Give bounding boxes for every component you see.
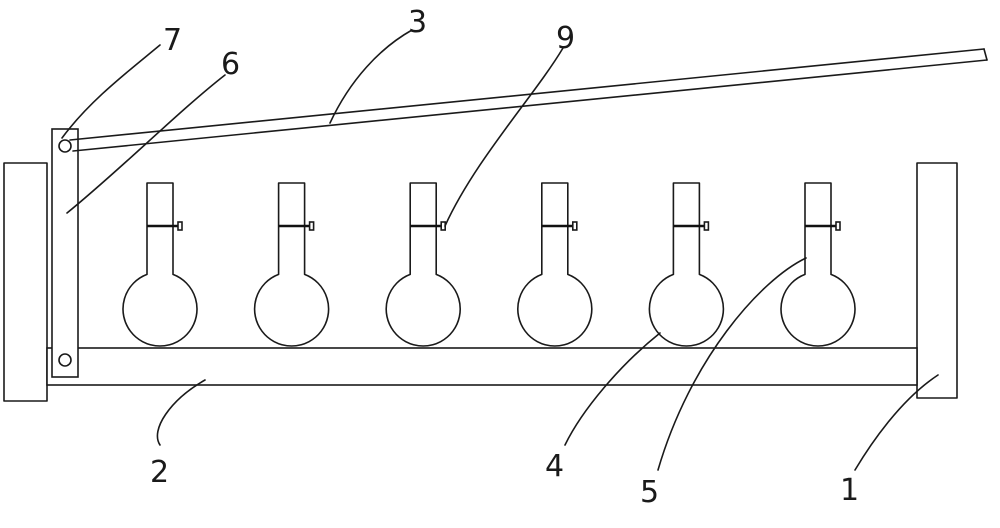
left-support-block — [3, 162, 48, 402]
flask — [253, 182, 330, 347]
lever-rod — [69, 48, 988, 152]
flask — [122, 182, 198, 347]
clamp-screw — [835, 221, 841, 231]
leader-line-9 — [444, 47, 564, 227]
label-4: 4 — [545, 449, 564, 484]
label-3: 3 — [408, 5, 427, 40]
leader-line-7 — [61, 44, 161, 139]
clamp-screw — [571, 221, 578, 231]
flask-body — [253, 182, 330, 347]
leader-line-3 — [329, 29, 413, 124]
label-7: 7 — [163, 23, 182, 58]
flask — [385, 182, 461, 347]
upper-pivot-pin — [58, 139, 72, 153]
label-1: 1 — [840, 473, 859, 508]
flask-body — [648, 182, 725, 347]
right-support-block — [916, 162, 958, 399]
flask-body — [517, 182, 593, 347]
leader-line-5 — [657, 257, 807, 471]
clamp-screw — [177, 221, 183, 231]
label-6: 6 — [221, 47, 240, 82]
clamp-screw — [703, 221, 710, 231]
leader-line-4 — [564, 332, 661, 446]
flask-body — [780, 182, 856, 347]
flask-body — [122, 182, 198, 347]
leader-line-1 — [854, 374, 939, 471]
label-9: 9 — [556, 21, 575, 56]
leader-line-6 — [66, 74, 226, 214]
leader-line-2 — [156, 379, 206, 446]
flask-row — [122, 182, 856, 347]
flask-body — [385, 182, 461, 347]
lower-pivot-pin — [58, 353, 72, 367]
flask — [648, 182, 725, 347]
flask — [780, 182, 856, 347]
label-2: 2 — [150, 455, 169, 490]
flask — [517, 182, 593, 347]
clamp-screw — [308, 221, 315, 231]
label-5: 5 — [640, 475, 659, 510]
pivot-plate — [51, 128, 79, 378]
base-beam — [46, 347, 918, 386]
leader-lines — [61, 29, 939, 471]
